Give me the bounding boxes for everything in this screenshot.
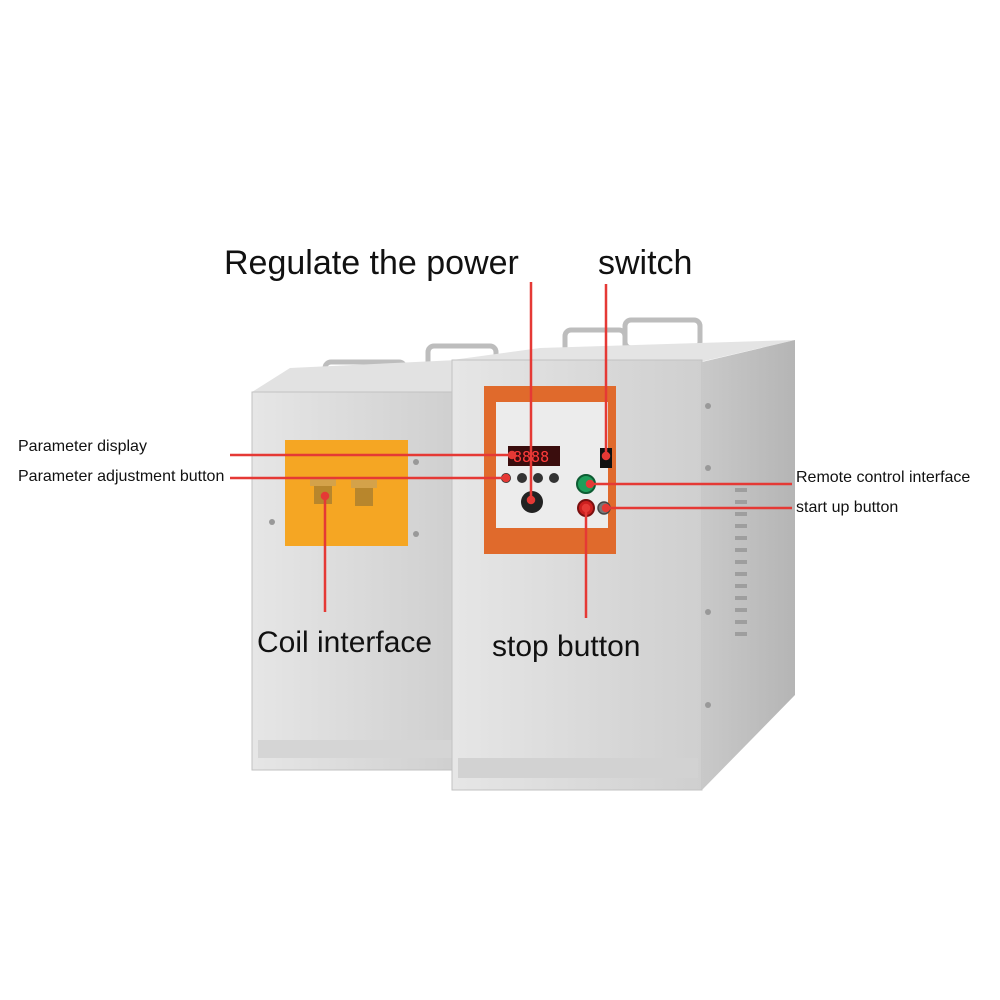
parameter-display <box>508 446 560 466</box>
screw <box>705 702 711 708</box>
label-stop-button: stop button <box>492 630 641 663</box>
label-switch: switch <box>598 244 693 282</box>
right-cabinet-side <box>702 340 795 790</box>
left-cabinet-base <box>258 740 454 758</box>
adjust-button <box>533 473 543 483</box>
left-cabinet-top <box>252 358 500 392</box>
label-regulate-the-power: Regulate the power <box>224 244 519 282</box>
label-start-up-button: start up button <box>796 499 899 516</box>
adjust-button <box>517 473 527 483</box>
screw <box>269 519 275 525</box>
right-cabinet-top <box>452 340 795 362</box>
leader-dot <box>501 473 511 483</box>
coil-connector-2 <box>351 480 377 506</box>
coil-panel <box>285 440 408 546</box>
leader-dot <box>320 491 330 501</box>
leader-dot <box>585 479 595 489</box>
right-cabinet: 8888 <box>451 317 795 791</box>
screw <box>705 403 711 409</box>
screw <box>705 609 711 615</box>
screw <box>705 465 711 471</box>
screw <box>413 459 419 465</box>
label-remote-control-interface: Remote control interface <box>796 469 971 486</box>
label-coil-interface: Coil interface <box>257 626 433 659</box>
side-vent <box>735 488 747 636</box>
label-parameter-display: Parameter display <box>18 438 147 455</box>
adjust-button <box>549 473 559 483</box>
leader-dot <box>601 451 611 461</box>
right-cabinet-base <box>458 758 698 778</box>
leader-dot <box>507 450 517 460</box>
leader-dot <box>601 503 611 513</box>
screw <box>413 531 419 537</box>
leader-lines <box>230 282 792 618</box>
label-parameter-adjustment-button: Parameter adjustment button <box>18 468 225 485</box>
leader-dot <box>526 495 536 505</box>
leader-dot <box>581 503 591 513</box>
